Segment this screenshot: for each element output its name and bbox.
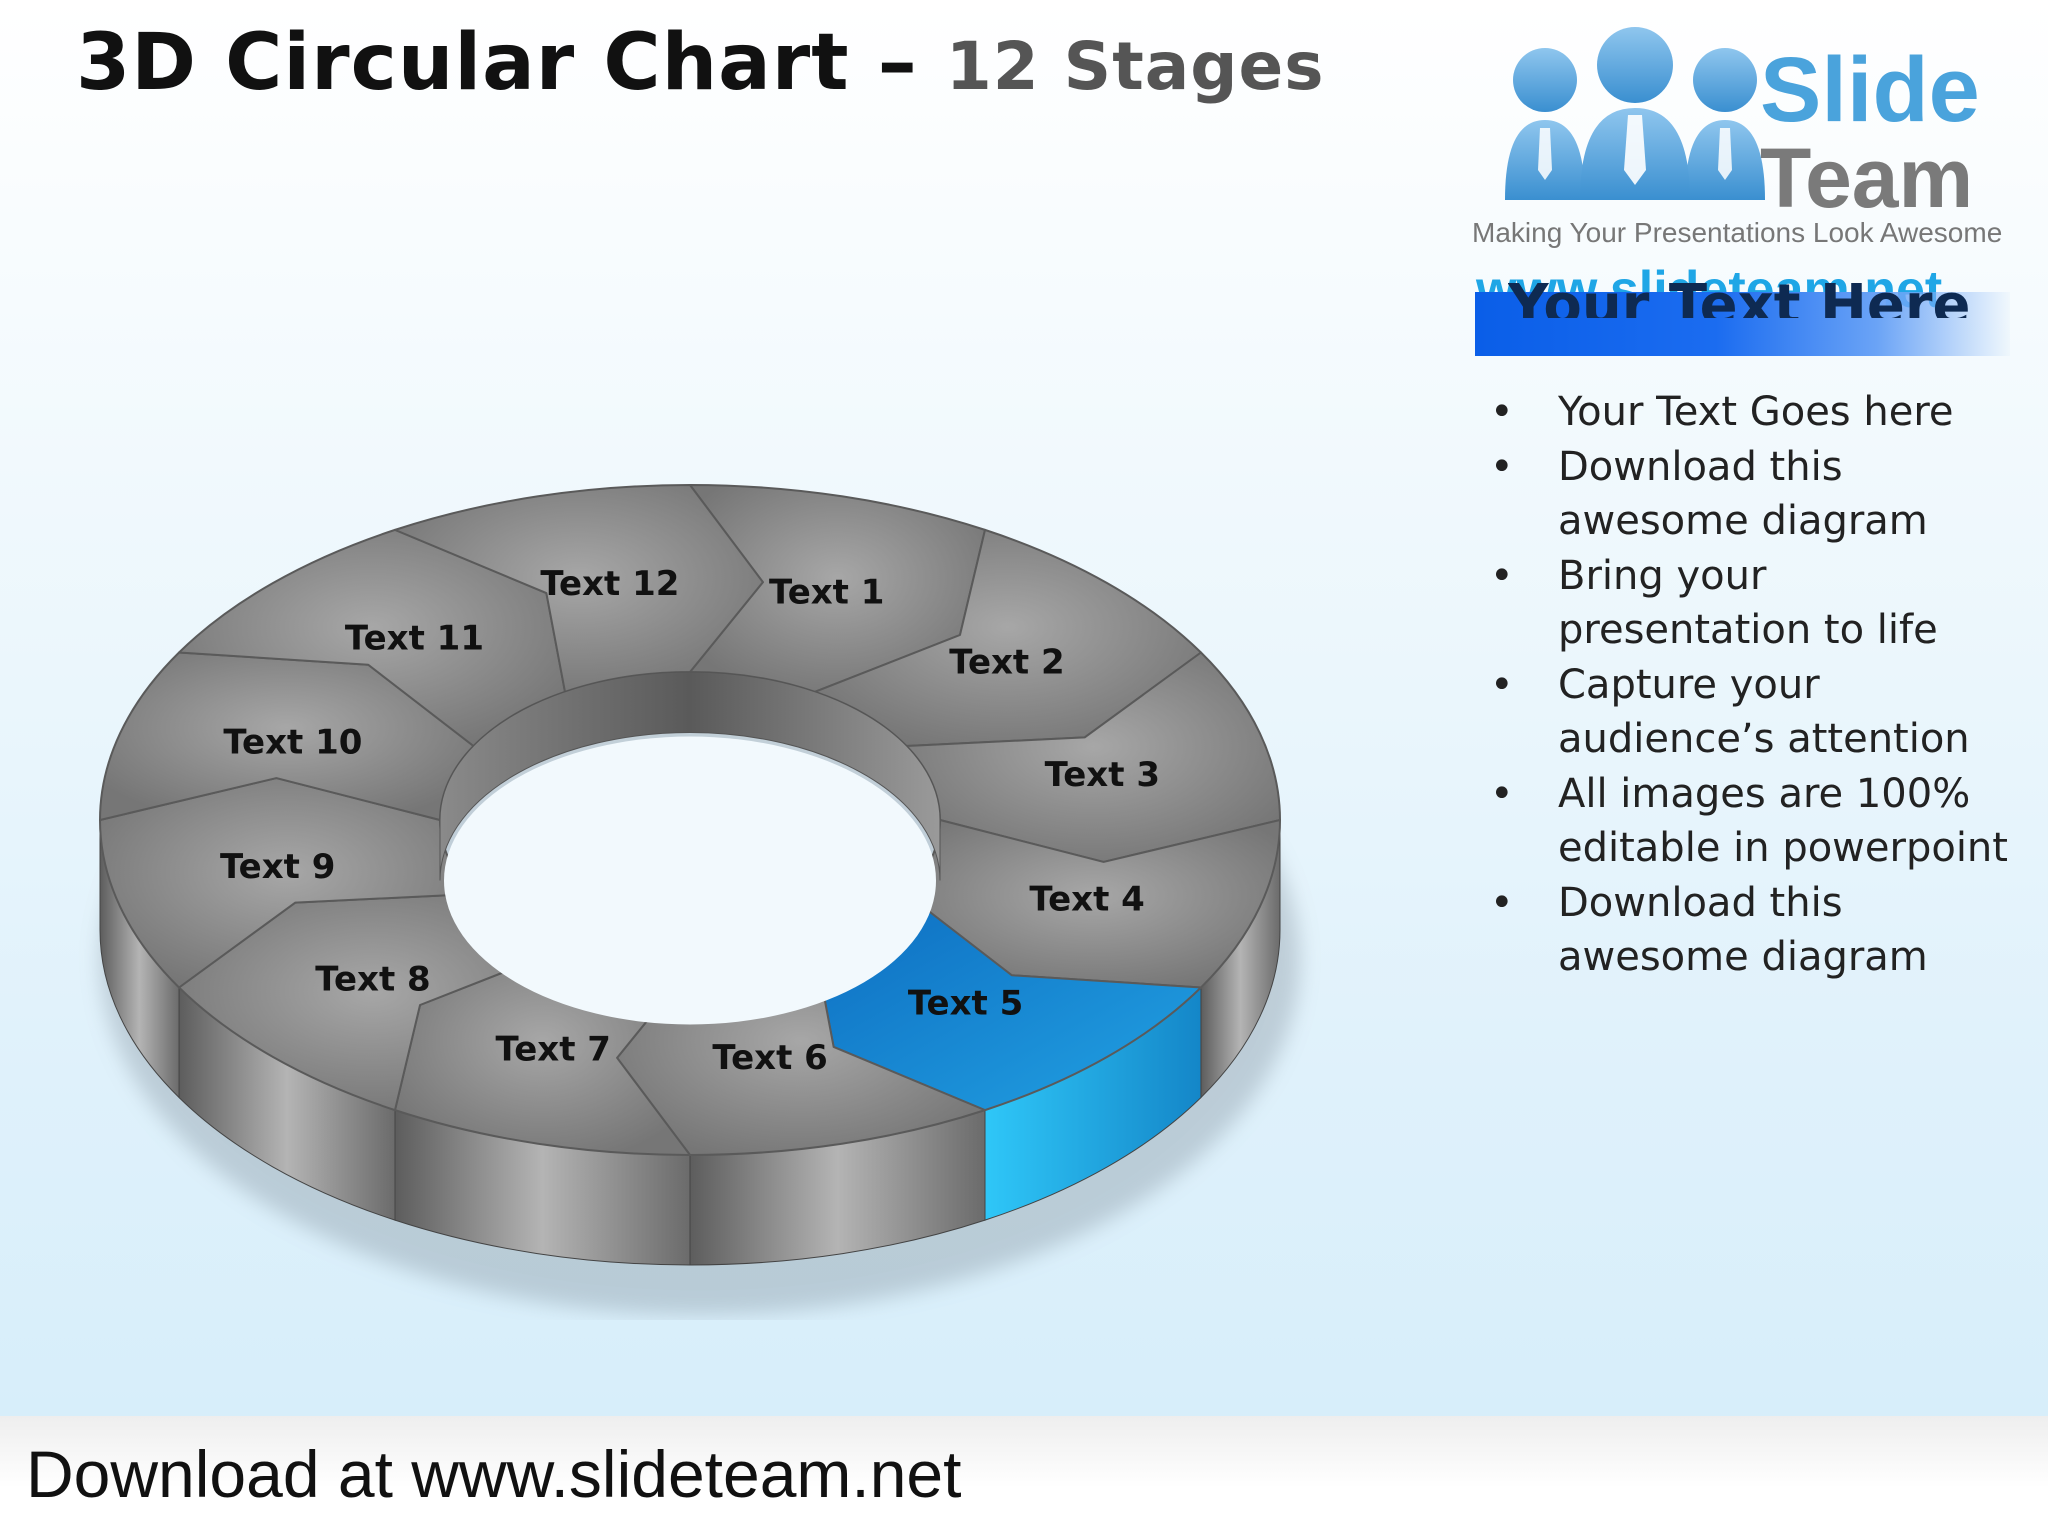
logo-word-team: Team	[1760, 131, 1974, 225]
segment-label: Text 10	[223, 722, 362, 762]
sidebar-bullet-list: • Your Text Goes here • Download this awes…	[1490, 385, 2030, 985]
bullet-text: Download this awesome diagram	[1558, 879, 1928, 981]
segment-label: Text 12	[540, 564, 679, 604]
bullet-item: • Download this awesome diagram	[1490, 440, 2030, 549]
bullet-text: Bring your presentation to life	[1558, 552, 1938, 654]
bullet-dot: •	[1490, 770, 1514, 817]
segment-label: Text 9	[220, 847, 335, 887]
bullet-dot: •	[1490, 443, 1514, 490]
bullet-item: • All images are 100% editable in powerpo…	[1490, 767, 2030, 876]
segment-label: Text 2	[949, 643, 1064, 683]
segment-label: Text 8	[315, 959, 430, 999]
circular-chart-diagram: Text 1 Text 2 Text 3 Text 4 Text 5 Text 6 Text…	[99, 484, 1300, 1315]
segment-label: Text 11	[345, 619, 484, 659]
bullet-text: All images are 100% editable in powerpoi…	[1558, 770, 2008, 872]
segment-label: Text 4	[1029, 880, 1144, 920]
team-people-icon	[1505, 27, 1765, 200]
slide-title: 3D Circular Chart – 12 Stages	[76, 18, 1325, 108]
title-sub: 12 Stages	[945, 28, 1325, 105]
logo-word-slide: Slide	[1760, 39, 1980, 141]
title-dash: –	[849, 18, 946, 108]
segment-label: Text 3	[1045, 755, 1160, 795]
bullet-text: Capture your audience’s attention	[1558, 661, 1970, 763]
segment-label: Text 1	[769, 573, 884, 613]
bullet-text: Download this awesome diagram	[1558, 443, 1928, 545]
segment-label: Text 7	[496, 1029, 611, 1069]
bullet-item: • Bring your presentation to life	[1490, 549, 2030, 658]
slideteam-logo: Slide Team Making Your Presentations Loo…	[1470, 20, 2030, 320]
bullet-text: Your Text Goes here	[1558, 389, 1954, 435]
logo-tagline: Making Your Presentations Look Awesome	[1472, 217, 2003, 248]
bullet-dot: •	[1490, 389, 1514, 435]
sidebar-heading-bar	[1475, 292, 2010, 356]
bullet-dot: •	[1490, 879, 1514, 926]
bullet-dot: •	[1490, 661, 1514, 708]
bullet-item: • Your Text Goes here	[1490, 385, 2030, 440]
segment-label: Text 6	[712, 1038, 827, 1078]
title-main: 3D Circular Chart	[76, 18, 850, 108]
bullet-item: • Download this awesome diagram	[1490, 876, 2030, 985]
bullet-dot: •	[1490, 552, 1514, 599]
ring-inner-wall	[439, 671, 941, 881]
segment-label: Text 5	[908, 983, 1023, 1023]
footer-download-link[interactable]: Download at www.slideteam.net	[26, 1437, 962, 1511]
sidebar-heading: Your Text Here	[1508, 273, 1971, 318]
footer-band	[0, 1416, 2048, 1536]
bullet-item: • Capture your audience’s attention	[1490, 658, 2030, 767]
ring-center-hole	[444, 736, 936, 1025]
